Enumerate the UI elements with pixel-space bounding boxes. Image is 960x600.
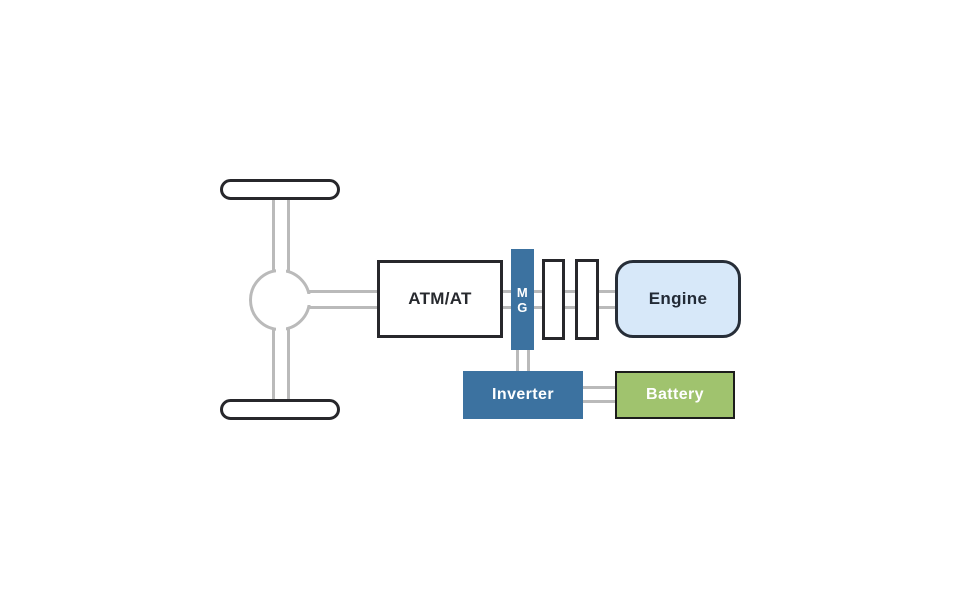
inverter-block: Inverter [463,371,583,419]
engine-label: Engine [648,289,708,308]
clutch-plate-1 [542,259,565,340]
battery-label: Battery [646,386,704,403]
transmission-block: ATM/AT [377,260,503,338]
mg-inverter-connector-line [516,345,530,375]
clutch-plate-2 [575,259,599,340]
differential-circle [249,269,311,331]
transmission-label: ATM/AT [408,289,472,308]
inverter-battery-connector-line [578,385,620,403]
battery-block: Battery [615,371,735,419]
engine-block: Engine [615,260,741,338]
inverter-label: Inverter [492,386,554,403]
motor-generator-block: M G [511,249,534,350]
differential-shaft-opening [306,293,314,305]
wheel-bottom [220,399,340,420]
differential-shaft-opening [275,326,286,334]
motor-generator-label: M G [516,284,529,315]
wheel-top [220,179,340,200]
differential-shaft-opening [275,266,286,274]
